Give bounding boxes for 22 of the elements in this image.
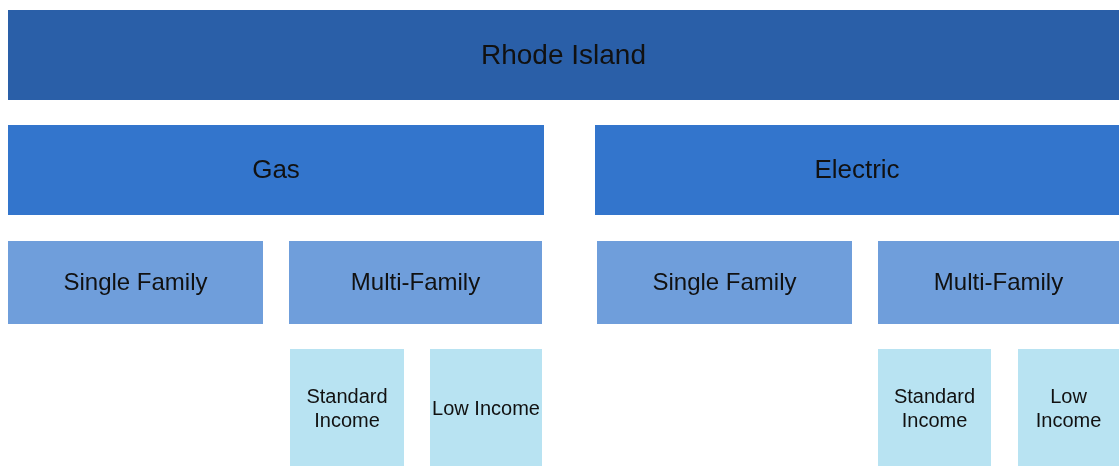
category-box (289, 241, 542, 324)
category-box (8, 10, 1119, 100)
category-box (878, 241, 1119, 324)
category-label: Standard Income (305, 383, 389, 432)
category-box (290, 349, 404, 466)
category-label: Standard Income (892, 383, 977, 432)
category-box (8, 241, 263, 324)
category-label: Multi-Family (350, 268, 481, 297)
category-box (430, 349, 542, 466)
category-box (1018, 349, 1119, 466)
category-box (878, 349, 991, 466)
category-box (8, 125, 544, 215)
category-label: Single Family (652, 268, 797, 297)
category-label: Multi-Family (933, 268, 1064, 297)
category-label: Rhode Island (481, 38, 646, 72)
category-label: Single Family (63, 268, 208, 297)
category-box (597, 241, 852, 324)
category-label: Low Income (1034, 383, 1103, 432)
category-box (595, 125, 1119, 215)
category-label: Electric (814, 154, 900, 186)
category-label: Gas (252, 154, 300, 186)
category-label: Low Income (432, 395, 540, 420)
